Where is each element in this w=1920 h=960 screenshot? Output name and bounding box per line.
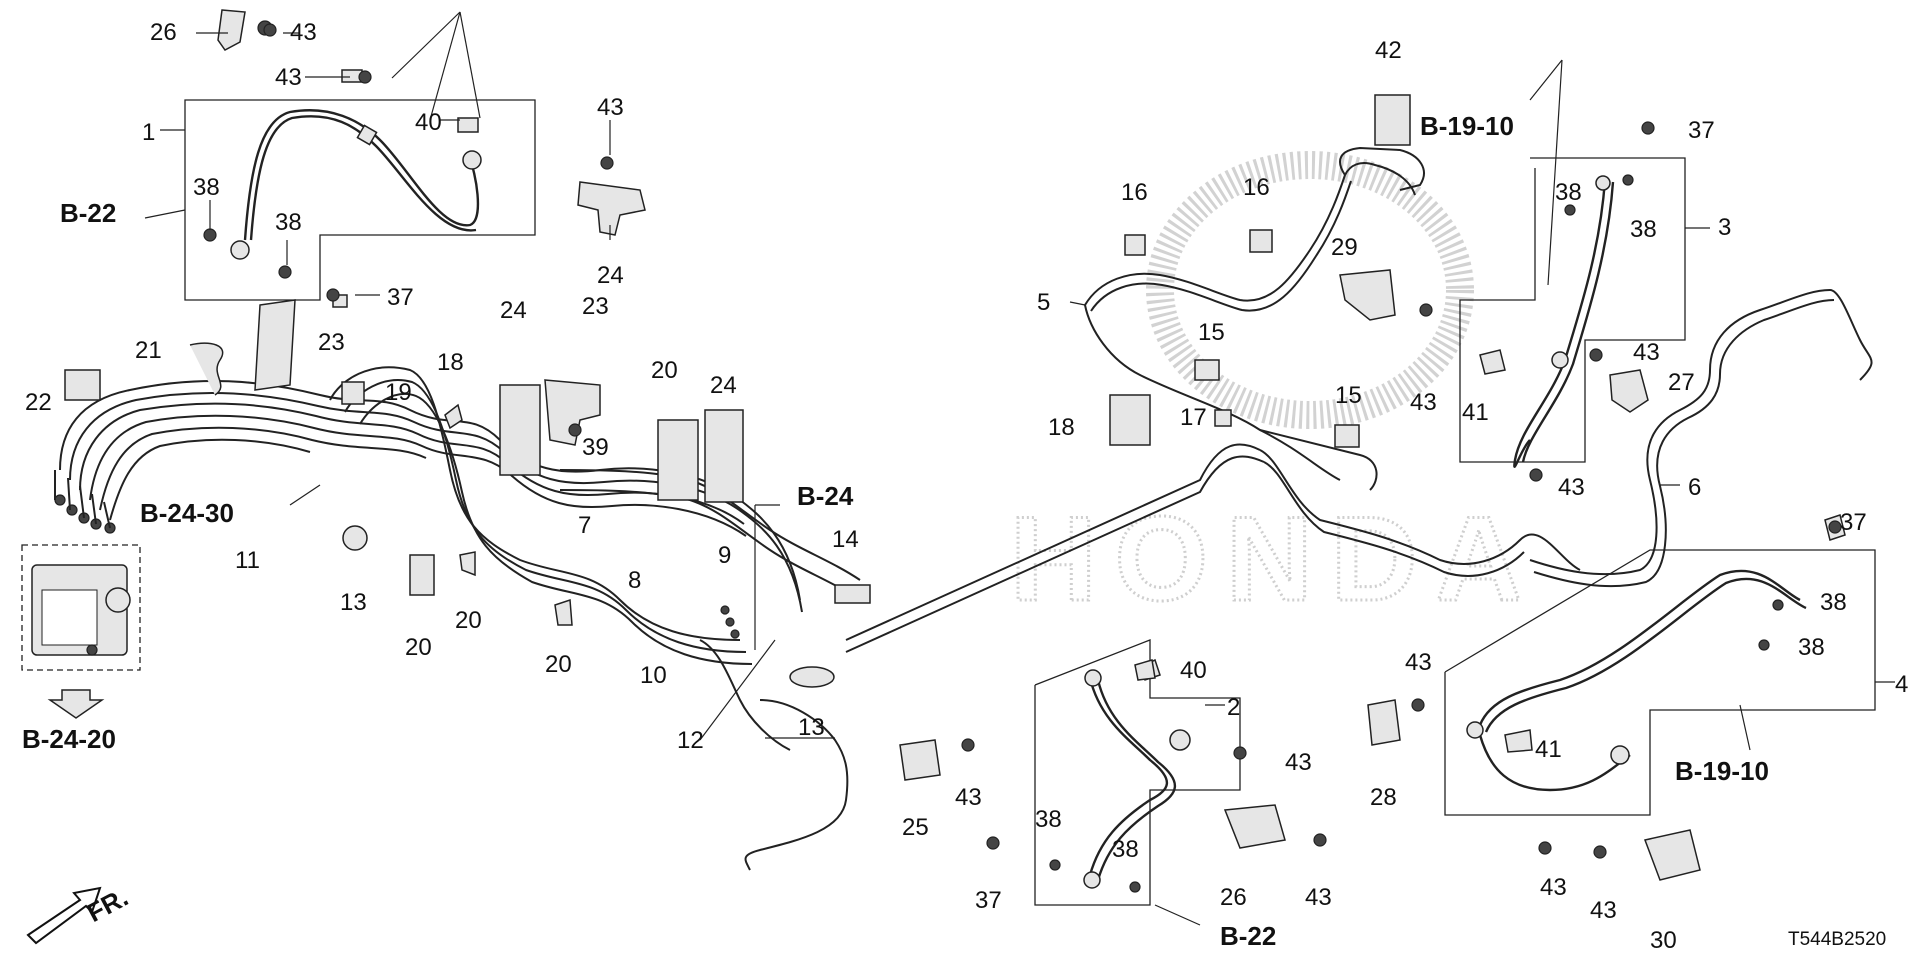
callout-22: 19 (385, 379, 412, 406)
callout-12: 12 (677, 727, 704, 754)
callout-20: 20 (545, 651, 572, 678)
callout-labels: 26 43 43 1 40 38 38 37 43 24 21 23 22 19… (25, 19, 1908, 954)
front-label: FR. (82, 882, 133, 928)
ref-b-24-30: B-24-30 (140, 498, 234, 528)
callout-41: 41 (1462, 399, 1489, 426)
callout-38: 38 (193, 174, 220, 201)
group-5-brake-line (1084, 146, 1425, 491)
callout-37: 37 (1688, 117, 1715, 144)
ref-b-19-10-top: B-19-10 (1420, 111, 1514, 141)
section-references: B-22 B-19-10 B-24-30 B-24 B-24-20 B-19-1… (22, 111, 1769, 951)
callout-43: 43 (597, 94, 624, 121)
group-6-brake-line (1529, 288, 1873, 588)
callout-38: 38 (1820, 589, 1847, 616)
main-brake-tube-bundle (59, 366, 1581, 871)
callout-43: 43 (1633, 339, 1660, 366)
callout-26: 22 (25, 389, 52, 416)
callout-43: 43 (275, 64, 302, 91)
callout-38: 38 (1798, 634, 1825, 661)
callout-37: 37 (1840, 509, 1867, 536)
callout-38: 38 (1035, 806, 1062, 833)
callout-2: 2 (1227, 694, 1240, 721)
callout-16: 16 (1243, 174, 1270, 201)
callout-27: 23 (318, 329, 345, 356)
callout-40: 40 (415, 109, 442, 136)
callout-40: 40 (1180, 657, 1207, 684)
callout-5: 5 (1037, 289, 1050, 316)
callout-38: 38 (1630, 216, 1657, 243)
callout-43: 43 (1410, 389, 1437, 416)
abs-modulator-unit (21, 544, 141, 719)
ref-b-22-bottom: B-22 (1220, 921, 1276, 951)
callout-43: 43 (1590, 897, 1617, 924)
callout-13: 13 (798, 714, 825, 741)
callout-24: 24 (500, 297, 527, 324)
callout-33: 27 (1668, 369, 1695, 396)
brackets-and-clips (64, 23, 1842, 881)
ref-b-24-20: B-24-20 (22, 724, 116, 754)
callout-43: 43 (955, 784, 982, 811)
callout-7: 7 (578, 512, 591, 539)
front-direction-indicator: FR. (26, 882, 133, 945)
callout-43: 43 (1305, 884, 1332, 911)
callout-9: 9 (718, 542, 731, 569)
group-1-front-hose (184, 9, 536, 308)
callout-21: 18 (437, 349, 464, 376)
group-4-rear-hose (1444, 514, 1876, 816)
diagram-code: T544B2520 (1788, 929, 1886, 950)
callout-32: 26 (1220, 884, 1247, 911)
callout-43: 43 (1405, 649, 1432, 676)
callout-42: 42 (1375, 37, 1402, 64)
callout-16: 16 (1121, 179, 1148, 206)
callout-19: 18 (1048, 414, 1075, 441)
callout-24: 24 (710, 372, 737, 399)
leader-lines (144, 11, 1895, 926)
callout-31: 26 (150, 19, 177, 46)
callout-15: 15 (1335, 382, 1362, 409)
watermark-text: HONDA (1010, 492, 1540, 626)
callout-37: 37 (975, 887, 1002, 914)
callout-1: 1 (142, 119, 155, 146)
ref-b-19-10-bottom: B-19-10 (1675, 756, 1769, 786)
callout-23: 20 (651, 357, 678, 384)
callout-4: 4 (1895, 671, 1908, 698)
callout-38: 38 (275, 209, 302, 236)
callout-38: 38 (1112, 836, 1139, 863)
left-tube-fittings (54, 470, 740, 639)
callout-29: 24 (597, 262, 624, 289)
callout-43: 43 (1285, 749, 1312, 776)
callout-13: 13 (340, 589, 367, 616)
ref-b-22-top: B-22 (60, 198, 116, 228)
callout-20: 20 (455, 607, 482, 634)
callout-43: 43 (290, 19, 317, 46)
callout-34: 28 (1370, 784, 1397, 811)
callout-37: 37 (387, 284, 414, 311)
callout-6: 6 (1688, 474, 1701, 501)
callout-41: 41 (1535, 736, 1562, 763)
callout-10: 10 (640, 662, 667, 689)
callout-38: 38 (1555, 179, 1582, 206)
callout-43: 43 (1540, 874, 1567, 901)
callout-35: 29 (1331, 234, 1358, 261)
callout-36: 30 (1650, 927, 1677, 954)
honda-watermark: HONDA (1009, 151, 1540, 628)
ref-b-24: B-24 (797, 481, 854, 511)
callout-28: 23 (582, 293, 609, 320)
callout-18: 20 (405, 634, 432, 661)
callout-14: 14 (832, 526, 859, 553)
callout-17: 17 (1180, 404, 1207, 431)
callout-3: 3 (1718, 214, 1731, 241)
callout-8: 8 (628, 567, 641, 594)
callout-11: 11 (235, 547, 260, 574)
callout-39: 39 (582, 434, 609, 461)
callout-43: 43 (1558, 474, 1585, 501)
callout-30: 25 (902, 814, 929, 841)
group-3-rear-hose (1459, 157, 1686, 468)
callout-25: 21 (135, 337, 162, 364)
callout-15: 15 (1198, 319, 1225, 346)
